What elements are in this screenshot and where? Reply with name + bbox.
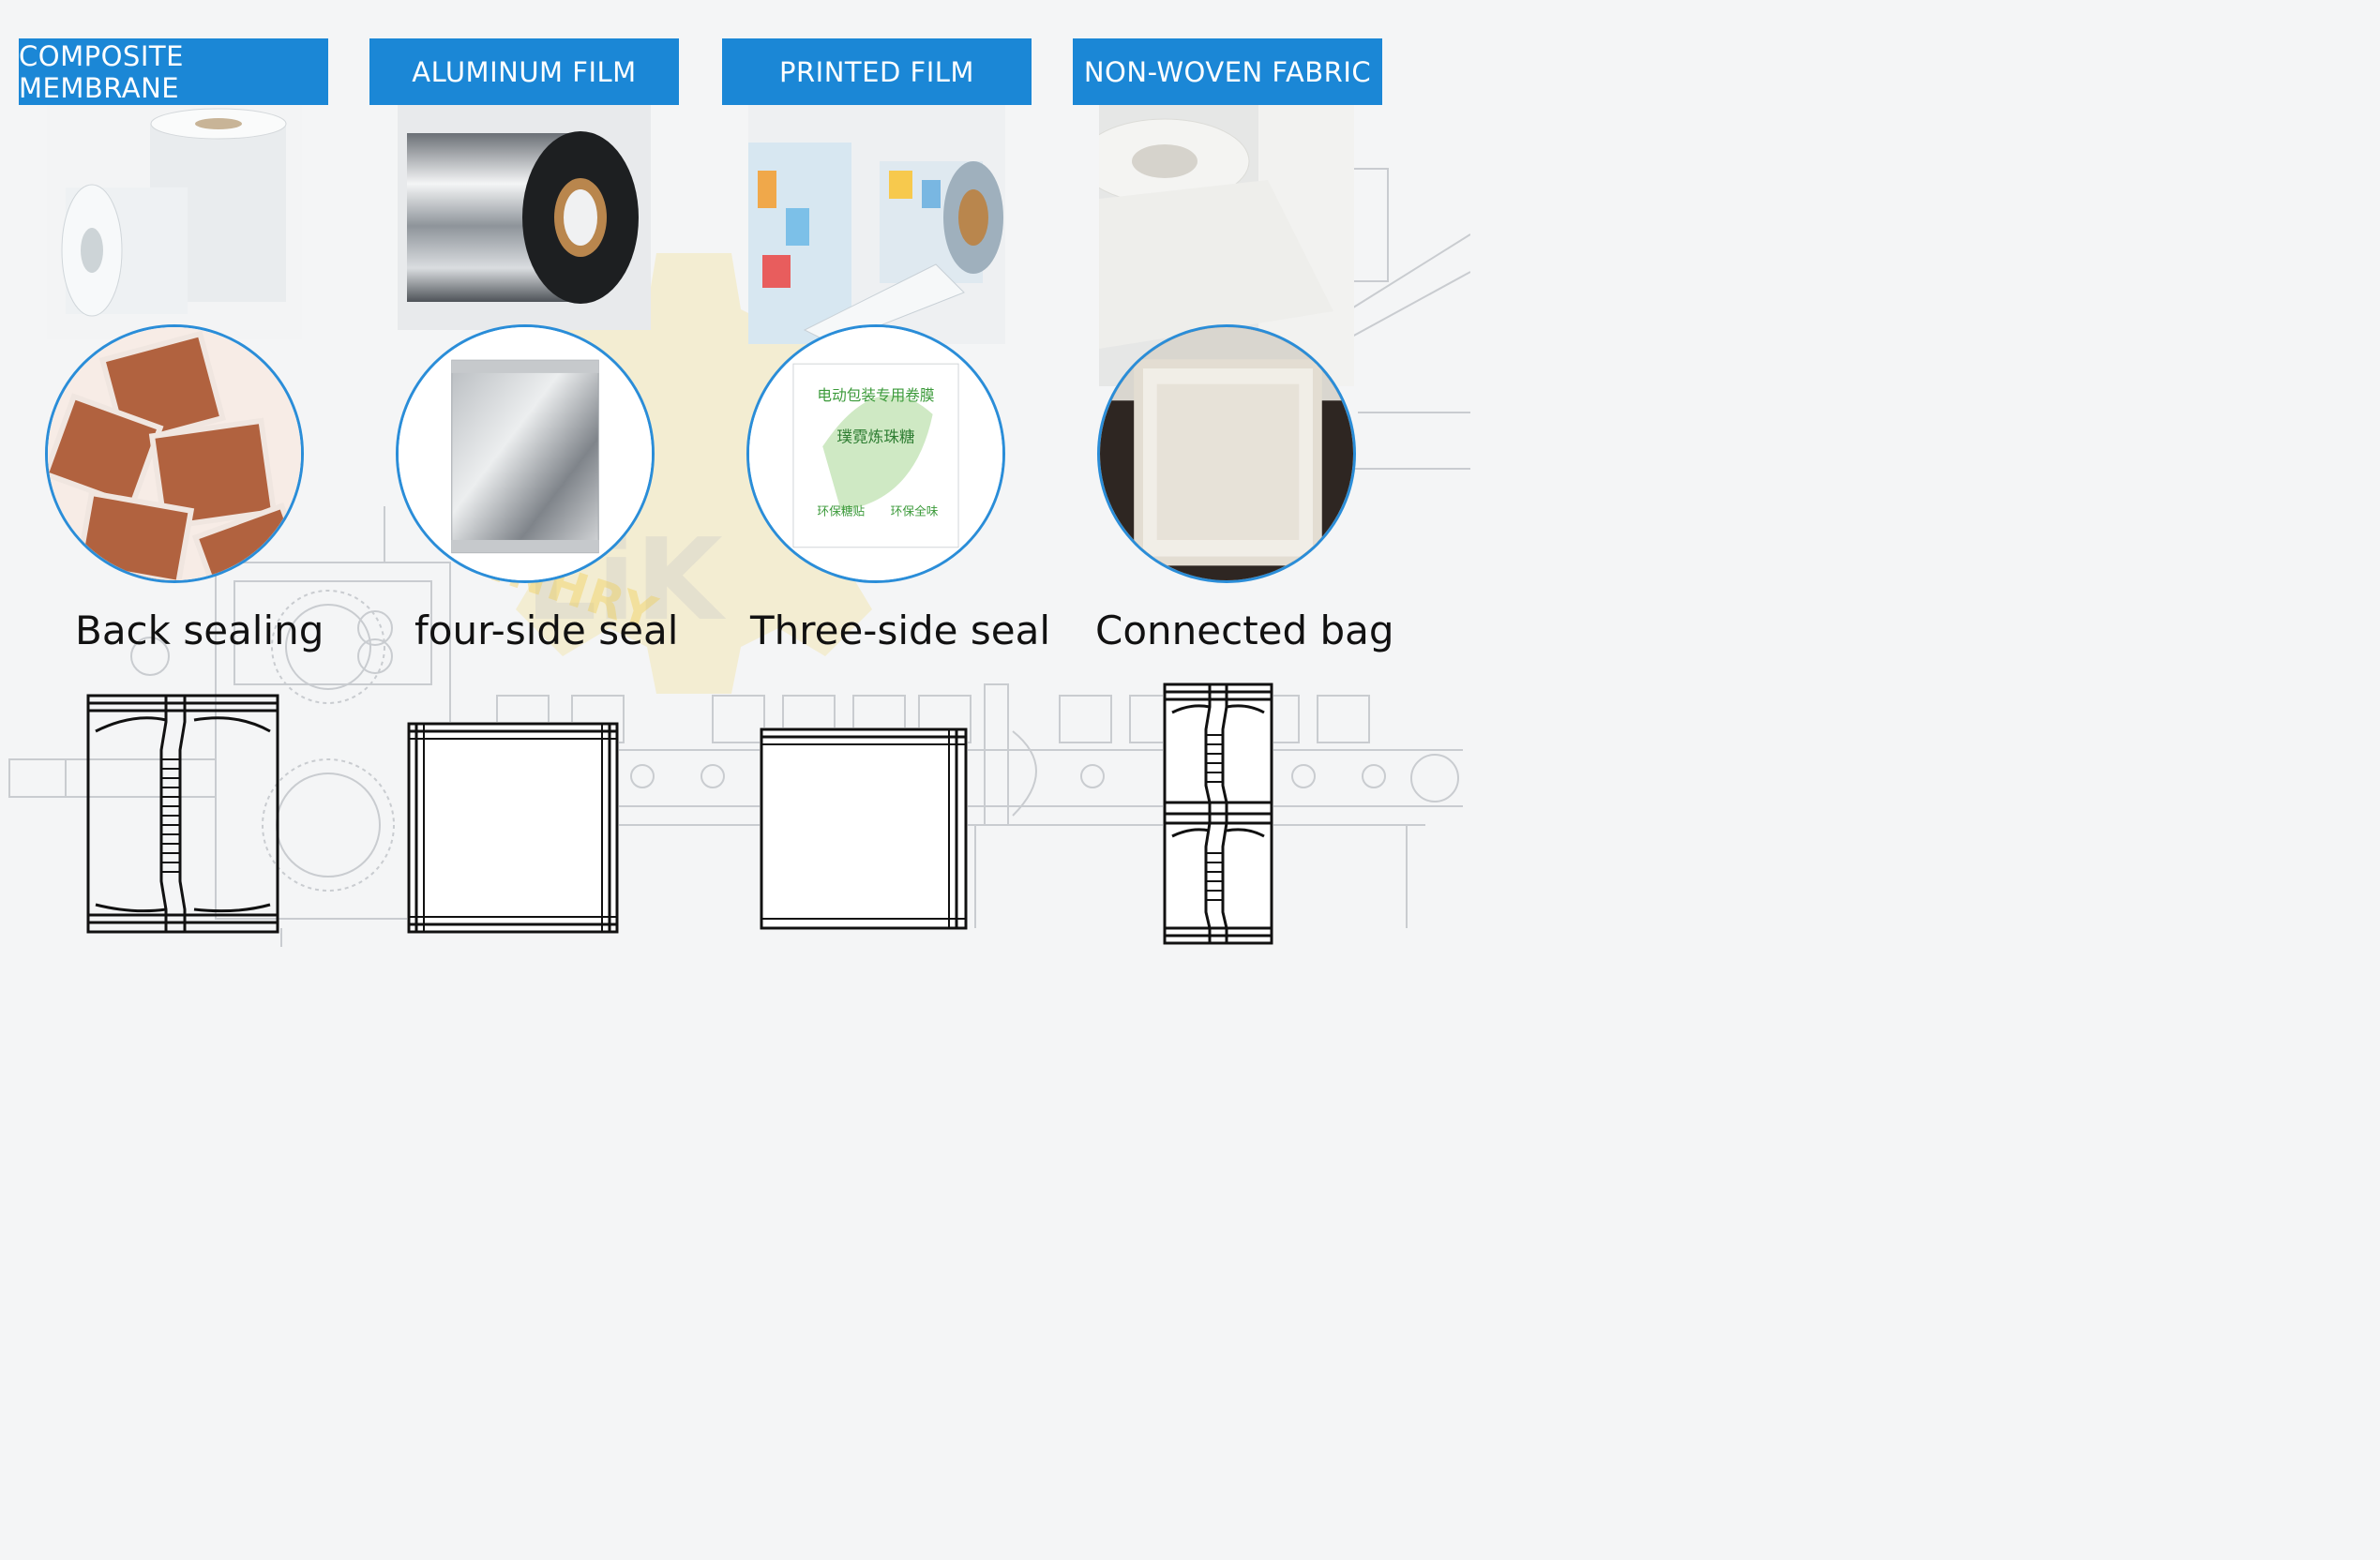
header-printed-film: PRINTED FILM — [722, 38, 1032, 105]
back-sealed-sachets-photo — [45, 324, 304, 583]
composite-membrane-roll-image — [47, 105, 302, 339]
seal-label-connected-bag: Connected bag — [1095, 608, 1394, 653]
pouch-print-line1: 电动包装专用卷膜 — [817, 386, 934, 404]
connected-bag-diagram — [1163, 682, 1273, 945]
four-side-seal-diagram — [407, 722, 619, 934]
non-woven-fabric-roll-image — [1099, 105, 1354, 386]
pouch-print-line4: 环保全味 — [891, 504, 939, 518]
seal-label-four-side: four-side seal — [414, 608, 679, 653]
pouch-print-line3: 环保糖贴 — [817, 504, 865, 518]
seal-label-three-side: Three-side seal — [750, 608, 1050, 653]
header-non-woven-fabric: NON-WOVEN FABRIC — [1073, 38, 1382, 105]
printed-film-roll-image — [748, 105, 1005, 344]
printed-pouch-photo: 电动包装专用卷膜 璞霓炼珠糖 环保糖贴 环保全味 — [746, 324, 1005, 583]
back-sealing-diagram — [86, 694, 279, 934]
non-woven-bag-photo — [1097, 324, 1356, 583]
aluminum-film-roll-image — [398, 105, 651, 330]
seal-label-back-sealing: Back sealing — [75, 608, 324, 653]
three-side-seal-diagram — [760, 728, 968, 930]
aluminum-sachet-photo — [396, 324, 655, 583]
pouch-print-line2: 璞霓炼珠糖 — [836, 428, 914, 445]
header-aluminum-film: ALUMINUM FILM — [369, 38, 679, 105]
header-composite-membrane: COMPOSITE MEMBRANE — [19, 38, 328, 105]
